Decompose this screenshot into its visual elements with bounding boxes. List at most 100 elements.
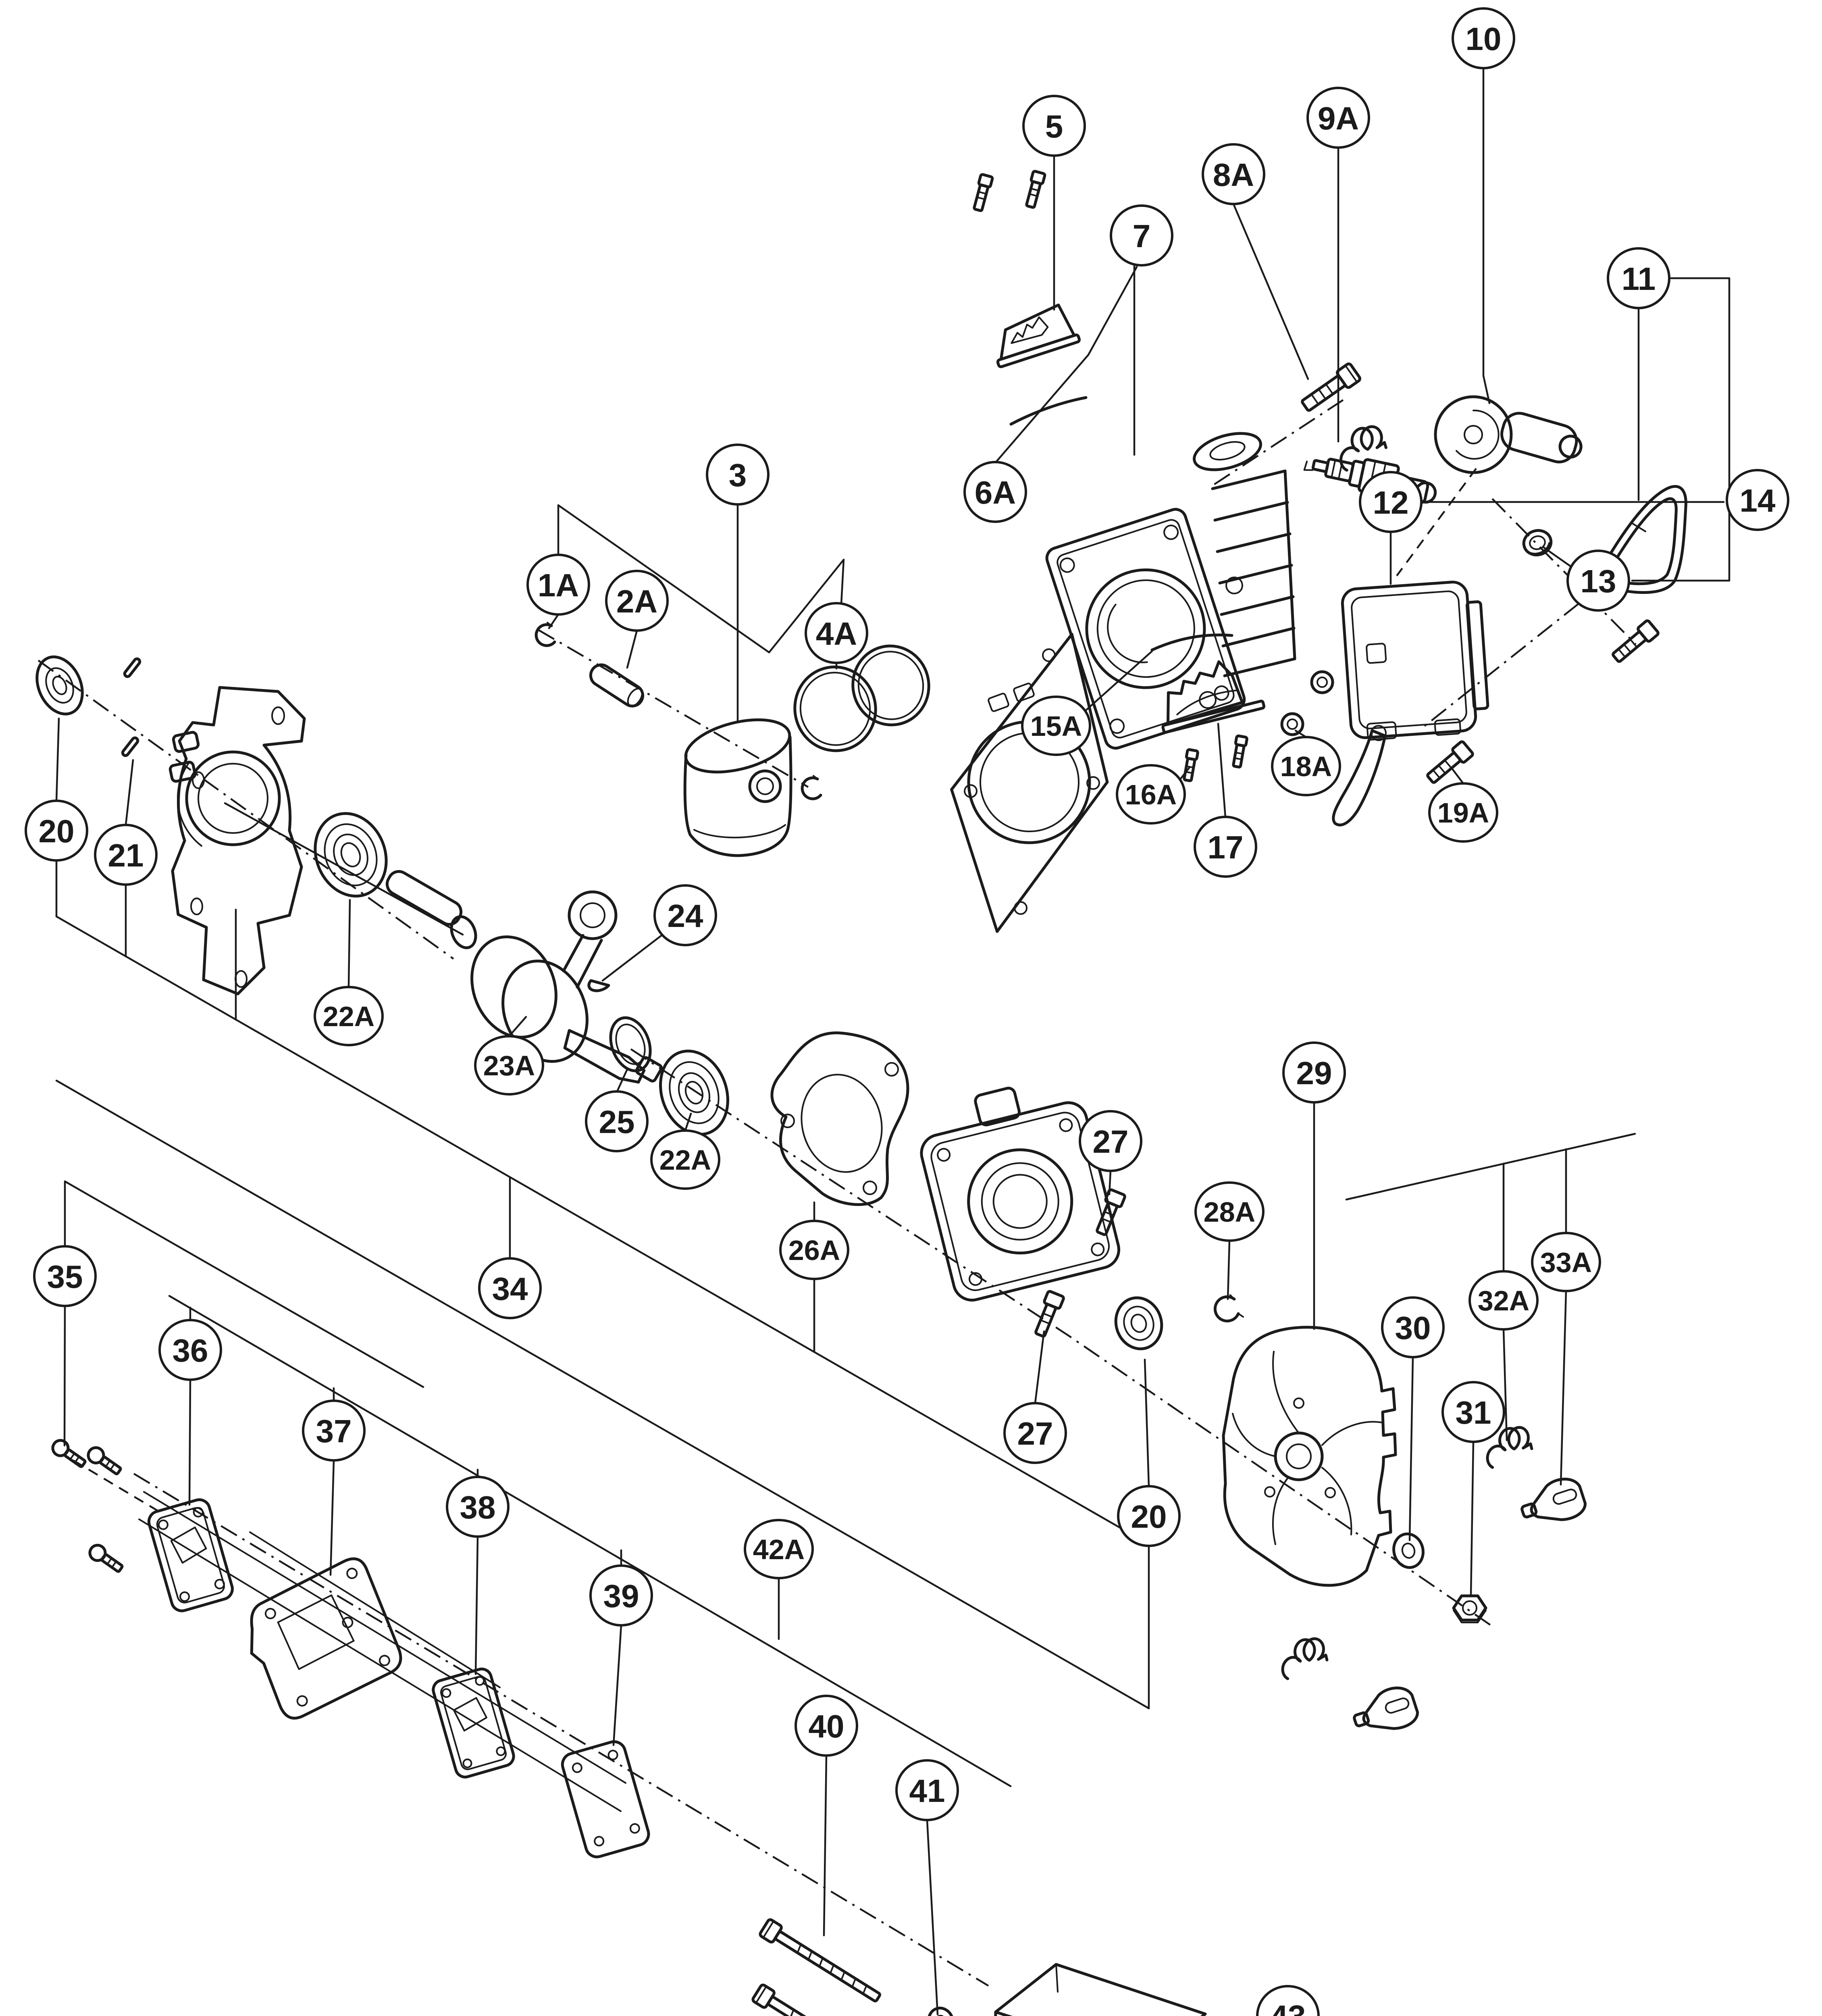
balloon-number: 3 bbox=[729, 457, 747, 493]
part-thrust-washer bbox=[609, 1016, 652, 1073]
balloon-number: 33A bbox=[1540, 1247, 1592, 1278]
balloon-circle bbox=[25, 800, 88, 862]
part-insulator bbox=[250, 1557, 402, 1720]
balloon-circle bbox=[1079, 1110, 1142, 1172]
balloon-number: 9A bbox=[1318, 100, 1359, 136]
balloon-circle bbox=[1607, 247, 1670, 309]
balloon-number: 16A bbox=[1125, 779, 1177, 810]
assembly-axes bbox=[37, 399, 1637, 1987]
balloon-20-44: 20 bbox=[1117, 1485, 1181, 1547]
balloon-number: 34 bbox=[492, 1271, 528, 1307]
balloon-circle bbox=[1021, 696, 1091, 756]
parts bbox=[35, 170, 1687, 2016]
balloon-circle bbox=[1441, 1381, 1505, 1443]
balloon-circle bbox=[478, 1257, 542, 1319]
balloon-number: 24 bbox=[668, 898, 703, 934]
balloon-25-24: 25 bbox=[585, 1090, 649, 1152]
balloon-21-20: 21 bbox=[94, 824, 158, 886]
balloon-8a-7: 8A bbox=[1202, 143, 1265, 205]
balloon-number: 43 bbox=[1270, 1999, 1306, 2016]
leader-lines bbox=[55, 67, 1640, 2016]
balloon-circle bbox=[526, 554, 590, 616]
balloon-number: 40 bbox=[809, 1708, 844, 1744]
balloon-number: 17 bbox=[1208, 829, 1244, 865]
balloon-22a-21: 22A bbox=[314, 986, 384, 1046]
part-case-bolt-upper bbox=[1096, 1188, 1126, 1236]
balloon-circle bbox=[963, 461, 1027, 523]
balloon-circle bbox=[1271, 736, 1341, 796]
balloon-circle bbox=[33, 1245, 97, 1307]
balloon-22a-25: 22A bbox=[650, 1129, 720, 1190]
balloon-circle bbox=[1566, 550, 1630, 612]
balloon-26a-26: 26A bbox=[779, 1220, 849, 1280]
balloon-circle bbox=[446, 1476, 510, 1538]
balloon-number: 19A bbox=[1437, 797, 1489, 829]
balloon-31-31: 31 bbox=[1441, 1381, 1505, 1443]
part-oil-seal-left bbox=[35, 655, 84, 716]
balloon-number: 20 bbox=[39, 813, 75, 849]
part-flywheel bbox=[1222, 1326, 1397, 1587]
balloon-circle bbox=[1381, 1296, 1445, 1358]
balloon-circle bbox=[1117, 1485, 1181, 1547]
balloon-number: 5 bbox=[1045, 108, 1063, 144]
balloon-40-40: 40 bbox=[795, 1695, 858, 1757]
part-crankcase-half-left bbox=[168, 686, 306, 996]
balloon-circle bbox=[605, 570, 669, 632]
balloon-circle bbox=[895, 1759, 959, 1821]
part-starter-pawl-1 bbox=[1520, 1477, 1587, 1521]
balloon-41-41: 41 bbox=[895, 1759, 959, 1821]
part-flywheel-nut bbox=[1452, 1594, 1487, 1623]
balloon-2a-1: 2A bbox=[605, 570, 669, 632]
balloon-circle bbox=[1282, 1041, 1346, 1104]
balloon-12-11: 12 bbox=[1359, 471, 1423, 533]
balloon-circle bbox=[744, 1519, 814, 1579]
balloon-circle bbox=[1256, 1985, 1320, 2016]
balloon-29-29: 29 bbox=[1282, 1041, 1346, 1104]
balloon-circle bbox=[653, 884, 717, 946]
balloon-1a-0: 1A bbox=[526, 554, 590, 616]
part-pawl-spring-2 bbox=[1281, 1637, 1329, 1680]
part-muffler-bolts bbox=[751, 1918, 881, 2016]
part-coil-grommet bbox=[1522, 529, 1553, 556]
balloon-number: 38 bbox=[460, 1489, 496, 1525]
part-pawl-spring-1 bbox=[1486, 1426, 1533, 1469]
balloon-number: 10 bbox=[1466, 21, 1502, 57]
part-crankcase-gasket bbox=[770, 1031, 909, 1206]
balloon-34-34: 34 bbox=[478, 1257, 542, 1319]
part-head-bolt bbox=[1301, 362, 1361, 412]
part-muffler-gasket bbox=[561, 1740, 650, 1858]
balloon-circle bbox=[1428, 782, 1498, 843]
part-cylinder-gasket bbox=[950, 633, 1109, 933]
balloon-circle bbox=[302, 1400, 366, 1462]
part-starter-pawl-cam bbox=[1434, 395, 1583, 474]
balloon-number: 4A bbox=[816, 616, 857, 652]
balloon-number: 28A bbox=[1204, 1196, 1255, 1228]
balloon-11-10: 11 bbox=[1607, 247, 1670, 309]
part-crankshaft bbox=[385, 870, 663, 1084]
balloon-circle bbox=[1194, 816, 1257, 878]
part-coil-bolt bbox=[1612, 619, 1660, 663]
balloon-4a-3: 4A bbox=[805, 602, 868, 664]
part-dowel-pins bbox=[121, 657, 141, 757]
balloon-number: 21 bbox=[108, 837, 144, 873]
balloon-number: 8A bbox=[1213, 157, 1254, 193]
balloon-number: 14 bbox=[1740, 483, 1776, 519]
balloon-circle bbox=[779, 1220, 849, 1280]
balloon-42a-42: 42A bbox=[744, 1519, 814, 1579]
part-piston-rings bbox=[793, 644, 930, 752]
balloon-35-35: 35 bbox=[33, 1245, 97, 1307]
balloon-number: 36 bbox=[173, 1333, 208, 1368]
part-piston bbox=[683, 718, 792, 857]
part-cylinder-seal-strip bbox=[1009, 396, 1088, 426]
part-flywheel-circlip bbox=[1213, 1294, 1244, 1322]
part-woodruff-key bbox=[587, 979, 610, 992]
balloon-circle bbox=[1003, 1402, 1067, 1464]
balloon-27-27: 27 bbox=[1079, 1110, 1142, 1172]
balloon-number: 25 bbox=[599, 1104, 635, 1140]
balloon-circle bbox=[314, 986, 384, 1046]
balloon-23a-22: 23A bbox=[474, 1035, 544, 1095]
balloon-number: 41 bbox=[909, 1773, 945, 1809]
part-stop-lever bbox=[1332, 725, 1387, 827]
balloon-19a-18: 19A bbox=[1428, 782, 1498, 843]
